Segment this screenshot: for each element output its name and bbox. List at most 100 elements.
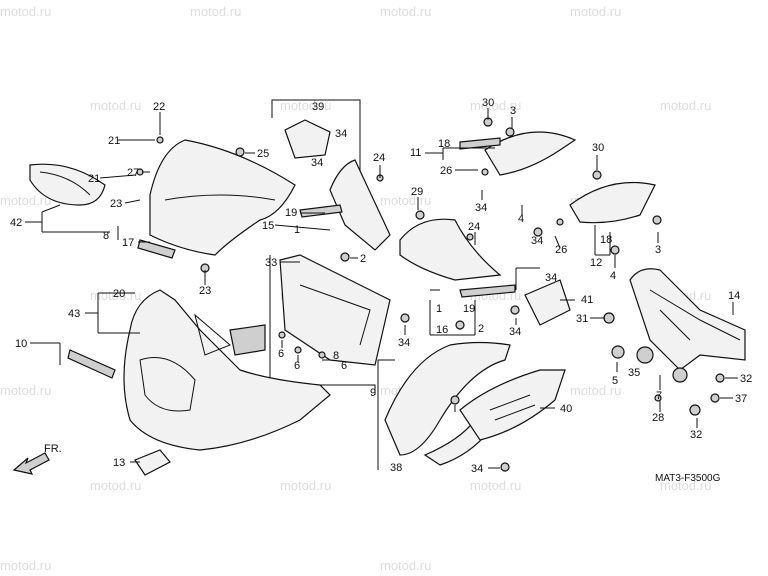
callout-label: 26 xyxy=(440,165,452,177)
watermark-text: motod.ru xyxy=(0,4,51,19)
callout-label: 38 xyxy=(390,462,402,474)
bolt-part xyxy=(654,394,662,402)
callout-label: 32 xyxy=(740,373,752,385)
watermark-text: motod.ru xyxy=(470,478,521,493)
bolt-part xyxy=(156,136,164,144)
callout-label: 11 xyxy=(410,147,421,159)
callout-label: 9 xyxy=(370,387,376,399)
callout-label: 34 xyxy=(471,463,483,475)
bolt-part xyxy=(689,404,701,416)
callout-label: 2 xyxy=(360,253,366,265)
inner-panel-detail xyxy=(299,284,371,346)
watermark-text: motod.ru xyxy=(280,478,331,493)
windscreen-part xyxy=(149,139,296,256)
callout-label: 26 xyxy=(555,244,567,256)
headlight-opening xyxy=(139,357,196,412)
callout-label: 29 xyxy=(411,186,423,198)
callout-label: 4 xyxy=(610,270,616,282)
middle-cowl-part xyxy=(399,218,502,281)
windscreen-trim-part xyxy=(137,239,176,259)
callout-label: 1 xyxy=(436,303,442,315)
windscreen-detail xyxy=(164,194,276,201)
callout-label: 41 xyxy=(581,294,593,306)
rubber-mount-part xyxy=(672,367,688,383)
bolt-part xyxy=(533,227,543,237)
emblem-part xyxy=(67,349,116,379)
bolt-part xyxy=(652,215,662,225)
bolt-part xyxy=(715,373,725,383)
callout-label: 2 xyxy=(478,323,484,335)
watermark-text: motod.ru xyxy=(380,193,431,208)
upper-strip-part xyxy=(459,137,501,150)
callout-label: 12 xyxy=(590,257,602,269)
bolt-part xyxy=(340,252,350,262)
stay-detail xyxy=(649,289,741,341)
front-label: FR. xyxy=(44,443,62,455)
callout-label: 42 xyxy=(10,217,22,229)
bolt-part xyxy=(450,395,460,405)
side-cowl-right-part xyxy=(569,182,656,224)
diagram-code: MAT3-F3500G xyxy=(655,473,721,484)
leader-lines xyxy=(25,108,738,469)
fairing-stay-part xyxy=(629,268,746,371)
callout-label: 34 xyxy=(311,157,323,169)
bolt-part xyxy=(505,127,515,137)
callout-label: 39 xyxy=(312,101,324,113)
watermark-text: motod.ru xyxy=(0,558,51,573)
duct-bracket-part xyxy=(524,279,571,326)
callout-label: 30 xyxy=(482,97,494,109)
watermark-text: motod.ru xyxy=(660,98,711,113)
callout-labels: 22 21 27 21 23 25 42 8 17 23 39 34 34 24… xyxy=(10,97,752,475)
callout-label: 33 xyxy=(265,257,277,269)
callout-label: 4 xyxy=(518,213,524,225)
watermark-text: motod.ru xyxy=(470,98,521,113)
leader-box xyxy=(269,255,376,395)
callout-label: 34 xyxy=(398,337,410,349)
watermark-text: motod.ru xyxy=(570,4,621,19)
mount-clip-part xyxy=(134,449,171,476)
callout-label: 5 xyxy=(612,375,618,387)
under-cover-part xyxy=(459,369,566,441)
bolt-part xyxy=(481,168,489,176)
callout-label: 6 xyxy=(341,360,347,372)
callout-label: 23 xyxy=(110,198,122,210)
callout-label: 35 xyxy=(628,367,640,379)
under-cover-detail xyxy=(489,394,536,421)
callout-label: 15 xyxy=(262,220,274,232)
bolt-part xyxy=(603,312,615,324)
bolt-part xyxy=(294,346,302,354)
lower-cowl-part xyxy=(384,341,511,456)
callout-label: 10 xyxy=(15,338,27,350)
callout-label: 24 xyxy=(373,152,385,164)
front-cowl-part xyxy=(123,289,331,451)
callout-label: 31 xyxy=(576,313,588,325)
callout-label: 3 xyxy=(655,244,661,256)
rubber-mount-part xyxy=(636,346,654,364)
bolt-part xyxy=(235,147,245,157)
callout-label: 21 xyxy=(108,135,120,147)
callout-label: 20 xyxy=(113,288,125,300)
callout-label: 7 xyxy=(656,390,662,402)
rubber-mount-part xyxy=(611,345,625,359)
front-direction-arrow: FR. xyxy=(12,443,62,475)
decal-part xyxy=(29,163,106,206)
watermark-text: motod.ru xyxy=(0,383,51,398)
side-bracket-part xyxy=(329,159,391,251)
callout-label: 32 xyxy=(690,429,702,441)
callout-label: 1 xyxy=(294,224,300,236)
bolt-part xyxy=(610,245,620,255)
bolt-part xyxy=(278,331,286,339)
callout-label: 18 xyxy=(438,138,450,150)
watermark-text: motod.ru xyxy=(570,383,621,398)
callout-label: 24 xyxy=(468,221,480,233)
callout-label: 19 xyxy=(285,207,297,219)
callout-label: 18 xyxy=(600,234,612,246)
bolt-part xyxy=(455,320,465,330)
callout-label: 3 xyxy=(510,105,516,117)
watermark-text: motod.ru xyxy=(90,478,141,493)
watermark-text: motod.ru xyxy=(380,4,431,19)
watermark-text: motod.ru xyxy=(90,98,141,113)
callout-label: 30 xyxy=(592,142,604,154)
mirror-mount-part xyxy=(229,324,266,356)
